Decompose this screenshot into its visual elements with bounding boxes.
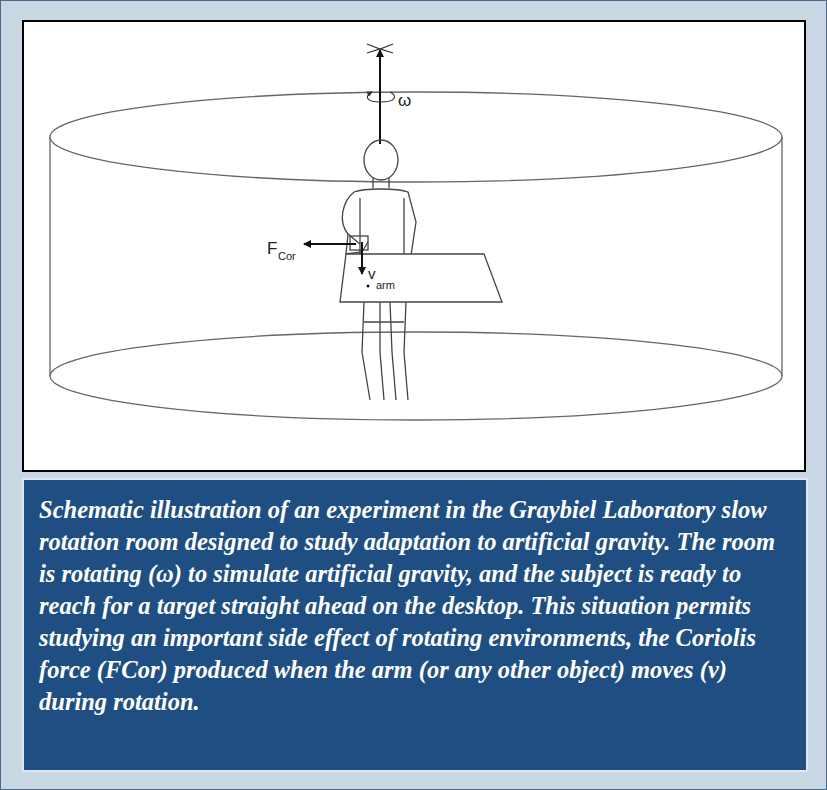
force-subscript: Cor	[278, 251, 296, 262]
velocity-subscript: arm	[376, 280, 395, 291]
figure-panel: ω F Cor v arm	[22, 20, 806, 472]
rotation-room-illustration	[24, 22, 804, 470]
force-label: F	[267, 240, 277, 257]
velocity-label: v	[368, 266, 376, 281]
caption-box: Schematic illustration of an experiment …	[22, 478, 808, 772]
omega-label: ω	[398, 92, 411, 109]
caption-text: Schematic illustration of an experiment …	[39, 494, 791, 718]
